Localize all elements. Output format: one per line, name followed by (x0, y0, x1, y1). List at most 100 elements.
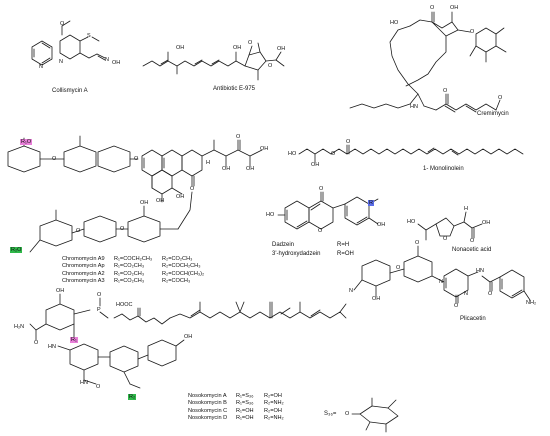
chromomycin-names-column: Chromomycin A9 Chromomycin Ap Chromomyci… (62, 256, 105, 286)
nonacetic-h-label: H (464, 206, 468, 212)
nosokomycin-r1: R₁=OH (236, 407, 254, 414)
nosokomycin-o2-label: O (97, 292, 102, 298)
s36-label: S₃₆= (324, 411, 337, 417)
collismycin-a-name: Collismycin A (52, 88, 88, 94)
nosokomycin-r2-column: R₂=OH R₂=NH₂ R₂=OH R₂=NH₂ (264, 393, 284, 423)
cremimycin-hn-label: HN (410, 104, 418, 110)
r-highlight-daidzein: R (368, 200, 374, 206)
nonacetic-ho-label: HO (407, 219, 416, 225)
nosokomycin-name: Nosokomycin A (188, 393, 227, 399)
collismycin-s-label: S (87, 33, 91, 39)
chromomycin-r2: R₂=CO₂CH₃ (162, 256, 193, 262)
cremimycin-o1-label: O (430, 5, 435, 11)
chromomycin-r2: R₂=COCH₂CH₃ (162, 263, 201, 270)
nosokomycin-structure (29, 293, 347, 389)
chromomycin-o3-label: O (190, 186, 195, 192)
plicacetin-n3-label: N (464, 291, 468, 297)
nosokomycin-r2: R₂=OH (264, 407, 282, 414)
nosokomycin-r1: R₁=S₃₆ (236, 393, 254, 399)
chromomycin-oh3-label: OH (222, 166, 231, 172)
chromomycin-r2: R₂=COCH₃ (162, 278, 191, 285)
r1-highlight-nosokomycin: R₁ (70, 337, 78, 343)
chromomycin-r1: R₁=CO₂CH₃ (114, 263, 145, 270)
collismycin-n2-label: N (59, 59, 63, 65)
chromomycin-oh1-label: OH (156, 198, 165, 204)
monolinolein-o2-label: O (346, 139, 351, 145)
nosokomycin-oh1-label: OH (56, 288, 65, 294)
e975-oh3-label: OH (277, 46, 286, 52)
daidzein-ho-label: HO (266, 212, 275, 218)
plicacetin-o3-label: O (454, 303, 459, 309)
chromomycin-oh2-label: OH (176, 194, 185, 200)
dadzein-name: Dadzein (272, 242, 295, 248)
dadzein-r: R=H (337, 242, 350, 248)
chromomycin-structure (7, 135, 263, 253)
nosokomycin-hooc-label: HOOC (116, 302, 133, 308)
nosokomycin-oh2-label: OH (184, 334, 193, 340)
r2-highlight-nosokomycin: R₂ (128, 394, 137, 400)
chromomycin-name: Chromomycin Ap (62, 263, 105, 270)
cremimycin-o2-label: O (470, 29, 475, 35)
monolinolein-oh-label: OH (311, 162, 320, 168)
plicacetin-o4-label: O (488, 291, 493, 297)
nosokomycin-o3-label: O (96, 384, 101, 390)
collismycin-o-label: O (60, 21, 65, 27)
cremimycin-ho-label: HO (390, 20, 399, 26)
nonacetic-acid-structure (417, 211, 483, 241)
r2-highlight-chromomycin: R₂O (10, 247, 23, 253)
nosokomycin-names-column: Nosokomycin A Nosokomycin B Nosokomycin … (188, 393, 227, 423)
nosokomycin-r1: R₁=OH (236, 415, 254, 422)
chromomycin-h-label: H (206, 160, 210, 166)
antibiotic-e975-name: Antibiotic E-975 (213, 86, 256, 92)
plicacetin-name: Plicacetin (460, 316, 486, 322)
nosokomycin-hn2-label: HN (80, 380, 88, 386)
nosokomycin-h2n-label: H₂N (14, 324, 25, 330)
plicacetin-nh-label: HN (476, 268, 484, 274)
plicacetin-n-label: N (349, 288, 353, 294)
nosokomycin-name: Nosokomycin B (188, 400, 227, 407)
chromomycin-r1-column: R₁=COCH₂CH₃ R₁=CO₂CH₃ R₁=CO₂CH₃ R₁=CO₂CH… (114, 256, 152, 286)
chromomycin-r1: R₁=CO₂CH₃ (114, 278, 145, 285)
hydroxydadzein-r: R=OH (337, 251, 354, 257)
nosokomycin-r1: R₁=S₃₆ (236, 400, 254, 407)
nosokomycin-r1-column: R₁=S₃₆ R₁=S₃₆ R₁=OH R₁=OH (236, 393, 254, 423)
nonacetic-o2-label: O (470, 238, 475, 244)
e975-oh2-label: OH (233, 45, 242, 51)
chromomycin-oh5-label: OH (260, 146, 269, 152)
collismycin-a-structure (31, 20, 106, 66)
collismycin-n1-label: N (39, 64, 43, 70)
chromomycin-o6-label: O (120, 226, 125, 232)
chromomycin-o4-label: O (236, 134, 241, 140)
nonacetic-oh-label: OH (482, 220, 491, 226)
nosokomycin-r2: R₂=NH₂ (264, 400, 284, 407)
cremimycin-o3-label: O (443, 88, 448, 94)
daidzein-structure (277, 191, 379, 230)
monolinolein-ho-label: HO (288, 151, 297, 157)
e975-o1-label: O (248, 40, 253, 46)
chromomycin-o1-label: O (52, 156, 57, 162)
nosokomycin-hn1-label: HN (48, 344, 56, 350)
plicacetin-n2-label: N (439, 279, 443, 285)
antibiotic-e975-structure (142, 42, 285, 81)
nonacetic-o-label: O (443, 236, 448, 242)
cremimycin-name: Cremimycin (477, 111, 509, 117)
plicacetin-nh2-label: NH₂ (526, 300, 537, 306)
s36-structure (351, 397, 399, 433)
nonacetic-acid-name: Nonacetic acid (452, 247, 492, 253)
chromomycin-oh4-label: OH (246, 166, 255, 172)
plicacetin-o1-label: O (396, 265, 401, 271)
nosokomycin-r2: R₂=NH₂ (264, 415, 284, 422)
daidzein-oh-label: OH (377, 222, 386, 228)
hydroxydadzein-name: 3'-hydroxydadzein (272, 251, 321, 257)
chromomycin-r2-column: R₂=CO₂CH₃ R₂=COCH₂CH₃ R₂=COCH(CH₃)₂ R₂=C… (162, 256, 204, 286)
daidzein-o1-label: O (319, 186, 324, 192)
collismycin-oh-label: OH (112, 60, 121, 66)
nosokomycin-p-label: P (97, 307, 101, 313)
chromomycin-oh6-label: OH (140, 200, 149, 206)
chromomycin-r1: R₁=CO₂CH₃ (114, 270, 145, 277)
cremimycin-oh-label: OH (450, 5, 459, 11)
chromomycin-name: Chromomycin A3 (62, 278, 105, 285)
r1-highlight-chromomycin: R₁O (20, 139, 33, 145)
